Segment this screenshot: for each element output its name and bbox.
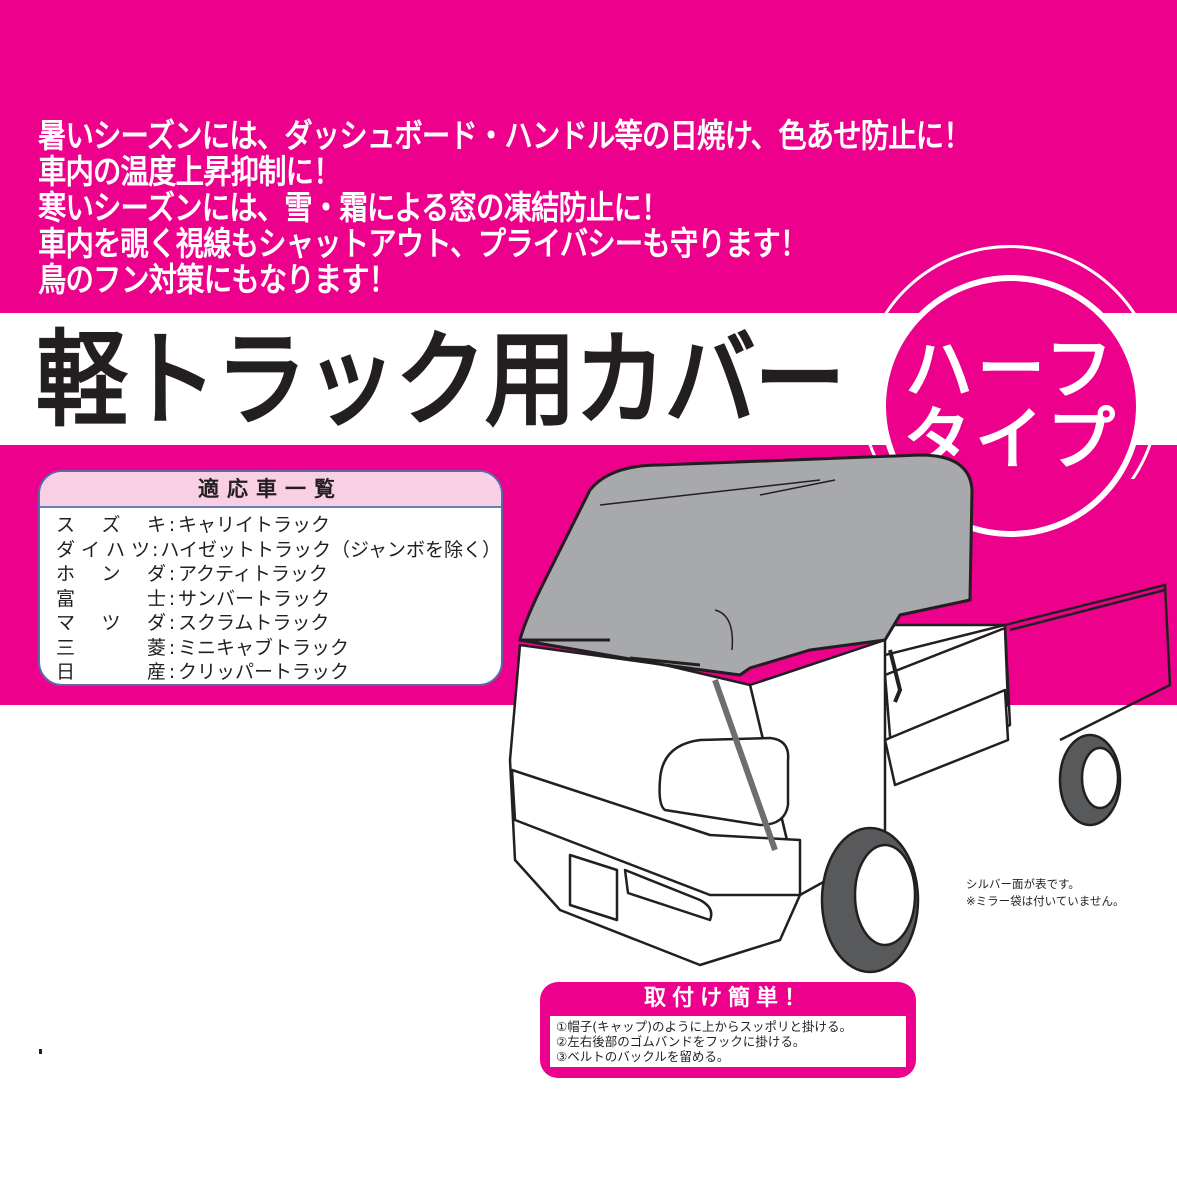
installation-step: ③ベルトのバックルを留める。 [556, 1049, 730, 1064]
feature-item: 車内を覗く視線もシャットアウト、プライバシーも守ります！ [38, 224, 808, 263]
vehicle-row: マツダ:スクラムトラック [56, 612, 330, 634]
installation-steps: ①帽子(キャップ)のように上からスッポリと掛ける。 ②左右後部のゴムバンドをフッ… [550, 1016, 906, 1067]
vehicle-row: 日産:クリッパートラック [56, 661, 350, 683]
note-no-mirror-bag: ※ミラー袋は付いていません。 [966, 894, 1125, 908]
maker-name: ダイハツ [56, 538, 151, 561]
feature-item: 暑いシーズンには、ダッシュボード・ハンドル等の日焼け、色あせ防止に！ [38, 116, 972, 155]
badge-line-1: ハーフ [905, 331, 1117, 410]
model-name: サンバートラック [178, 587, 331, 610]
maker-name: 日産 [56, 661, 166, 683]
half-type-badge: ハーフ タイプ [880, 275, 1142, 537]
silver-cover [518, 453, 974, 677]
maker-name: ホンダ [56, 563, 166, 585]
vehicle-row: ダイハツ:ハイゼットトラック（ジャンボを除く） [56, 538, 501, 561]
maker-name: スズキ [56, 514, 166, 536]
model-name: ハイゼットトラック（ジャンボを除く） [160, 538, 501, 561]
maker-name: マツダ [56, 612, 166, 634]
model-name: キャリイトラック [178, 514, 331, 536]
vehicle-row: 三菱:ミニキャブトラック [56, 636, 350, 659]
product-title: 軽トラック用カバー [36, 319, 846, 441]
maker-name: 富士 [56, 587, 166, 610]
maker-name: 三菱 [56, 636, 166, 659]
note-silver-side: シルバー面が表です。 [966, 877, 1080, 891]
compatible-vehicles-box: 適応車一覧 スズキ:キャリイトラック ダイハツ:ハイゼットトラック（ジャンボを除… [38, 470, 503, 686]
model-name: スクラムトラック [178, 612, 330, 634]
feature-item: 寒いシーズンには、雪・霜による窓の凍結防止に！ [38, 188, 670, 227]
vehicle-row: スズキ:キャリイトラック [56, 514, 331, 536]
installation-step: ①帽子(キャップ)のように上からスッポリと掛ける。 [556, 1019, 852, 1034]
vehicle-row: 富士:サンバートラック [56, 587, 331, 610]
covered-kei-truck-illustration [508, 453, 1172, 974]
vehicle-row: ホンダ:アクティトラック [56, 563, 328, 585]
feature-item: 鳥のフン対策にもなります！ [38, 260, 397, 299]
compatible-vehicles-heading: 適応車一覧 [40, 472, 501, 508]
notes: シルバー面が表です。 ※ミラー袋は付いていません。 [966, 876, 1124, 910]
feature-item: 車内の温度上昇抑制に！ [38, 152, 342, 191]
model-name: クリッパートラック [178, 661, 350, 683]
model-name: アクティトラック [178, 563, 328, 585]
installation-box: 取付け簡単！ ①帽子(キャップ)のように上からスッポリと掛ける。 ②左右後部のゴ… [540, 982, 916, 1078]
stray-mark [39, 1049, 42, 1054]
installation-step: ②左右後部のゴムバンドをフックに掛ける。 [556, 1034, 806, 1049]
model-name: ミニキャブトラック [178, 636, 350, 659]
installation-title: 取付け簡単！ [643, 986, 812, 1011]
feature-list: 暑いシーズンには、ダッシュボード・ハンドル等の日焼け、色あせ防止に！ 車内の温度… [38, 118, 1123, 298]
